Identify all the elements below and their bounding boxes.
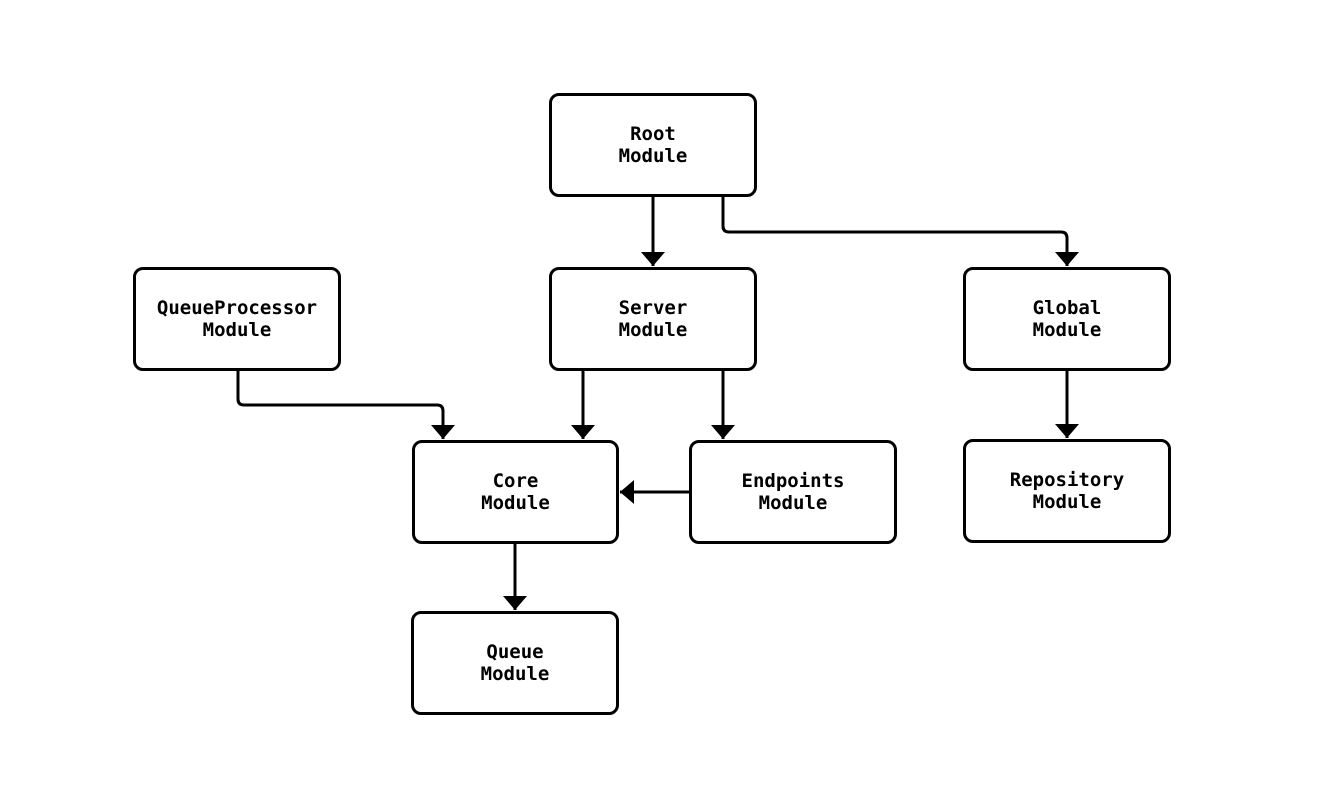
- node-queue-label: Queue Module: [480, 640, 550, 685]
- node-queue-processor-label: QueueProcessor Module: [156, 296, 318, 341]
- node-server-label: Server Module: [618, 296, 688, 341]
- node-repository: Repository Module: [963, 439, 1171, 543]
- node-server: Server Module: [549, 267, 757, 371]
- edge-queue-processor-to-core: [236, 371, 455, 439]
- node-core: Core Module: [412, 440, 619, 544]
- node-core-label: Core Module: [481, 469, 550, 514]
- node-queue-processor: QueueProcessor Module: [133, 267, 341, 371]
- node-root: Root Module: [549, 93, 757, 197]
- edge-root-to-global: [721, 197, 1079, 266]
- node-global: Global Module: [963, 267, 1171, 371]
- node-endpoints: Endpoints Module: [689, 440, 897, 544]
- node-repository-label: Repository Module: [1009, 468, 1125, 513]
- node-endpoints-label: Endpoints Module: [741, 469, 845, 514]
- node-global-label: Global Module: [1032, 296, 1102, 341]
- node-root-label: Root Module: [618, 122, 688, 167]
- node-queue: Queue Module: [411, 611, 619, 715]
